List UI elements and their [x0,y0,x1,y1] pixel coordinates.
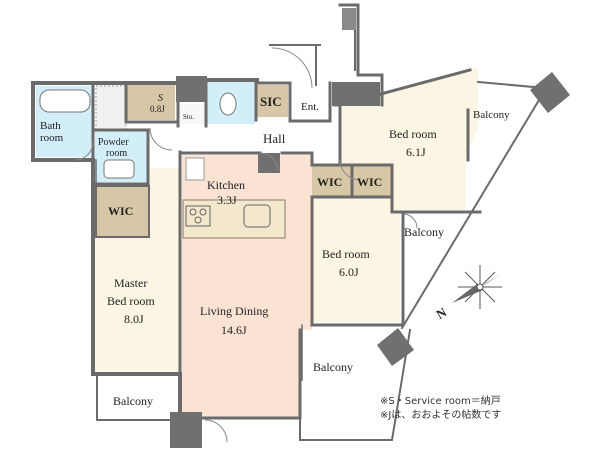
storage-area [178,104,206,124]
entrance-area [289,85,329,123]
balcony-se-label: Balcony [313,360,353,374]
balcony-e-area [400,212,480,330]
powder-room-label-1: Powder [98,137,129,148]
wic-center-a-area [312,165,352,197]
balcony-ne-area [480,80,573,214]
master-label-3: 8.0J [124,312,144,326]
wic-center-a-label: WIC [317,175,342,189]
bedroom2-area [313,198,403,322]
bedroom2-label-1: Bed room [322,247,370,261]
balcony-sw-label: Balcony [113,394,153,408]
master-label-1: Master [114,276,147,290]
sic-area [257,85,288,117]
note-j-unit: ※Jは、おおよその帖数です [380,410,502,421]
walls [31,3,547,441]
balcony-se-area [300,330,392,435]
sic-label: SIC [260,94,282,109]
wic-left-label: WIC [108,204,133,218]
bathtub [39,89,91,113]
service-room-label-2: 0.8J [150,104,165,114]
kitchen-counter [182,199,286,239]
bedroom1-label-1: Bed room [389,127,437,141]
living-dining-label-2: 14.6J [221,323,247,337]
bath-room-label-2: room [40,132,64,144]
toilet [219,92,237,116]
bath-room-label-1: Bath [40,120,61,132]
bedroom2-label-2: 6.0J [339,265,359,279]
compass-needle [452,284,483,303]
bedroom1-label-2: 6.1J [406,145,426,159]
door-swings [74,47,418,443]
living-dining-label-1: Living Dining [200,304,268,318]
wic-center-b-label: WIC [357,175,382,189]
wic-center-b-area [352,165,392,197]
pillars [170,8,570,448]
kitchen-label-1: Kitchen [207,178,245,192]
compass [452,265,502,309]
wic-left-area [95,185,150,238]
compass-north-label: N [434,304,450,322]
hall-label: Hall [263,131,286,146]
balcony-sw-area [97,376,177,416]
storage-label: Sto. [183,113,194,121]
burner [199,208,207,216]
stove [185,205,211,227]
fridge [185,157,205,181]
kitchen-sink [243,204,271,228]
kitchen-label-2: 3.3J [217,193,237,207]
service-room-label-1: S [158,93,163,104]
master-label-2: Bed room [107,294,155,308]
burner [194,216,202,224]
burner [189,208,197,216]
balcony-ne-label: Balcony [473,109,510,121]
note-service-room: ※S・Service room＝納戸 [380,396,501,407]
balcony-e-label: Balcony [404,225,444,239]
living-dining-area [182,155,312,417]
laundry-space [95,85,127,131]
washbasin [103,159,135,179]
entrance-label: Ent. [301,101,319,113]
service-room-area [127,84,175,120]
powder-room-label-2: room [106,148,127,159]
